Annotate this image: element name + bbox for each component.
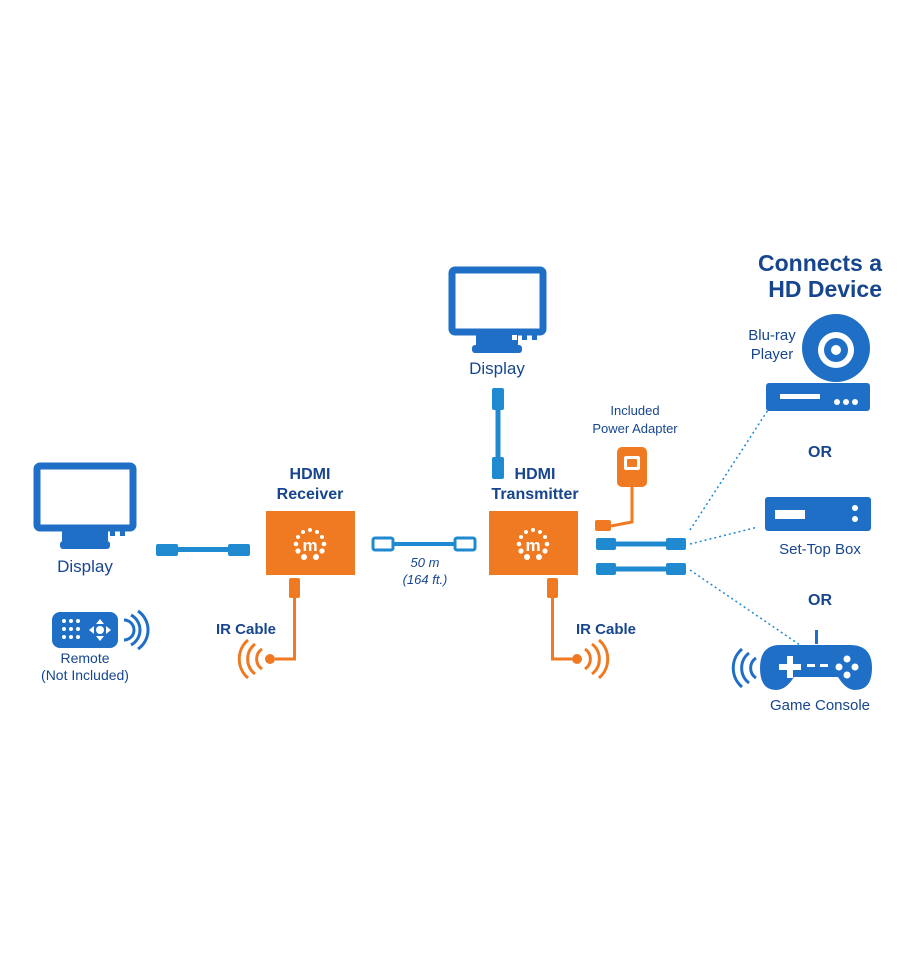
remote-icon	[52, 609, 150, 651]
power-adapter-label-line1: Included	[610, 403, 660, 418]
receiver-ir-cable	[237, 578, 300, 680]
hdmi-cable-display-transmitter	[492, 388, 504, 479]
ir-cable-right-label: IR Cable	[575, 621, 636, 638]
settop-label: Set-Top Box	[779, 541, 861, 558]
or-label-2: OR	[808, 592, 832, 609]
transmitter-label-line2: Transmitter	[491, 486, 579, 503]
transmitter-ir-cable	[547, 578, 610, 680]
receiver-box: m	[266, 511, 355, 575]
power-adapter-icon	[595, 447, 647, 531]
top-display-icon	[448, 266, 547, 353]
remote-label-line2: (Not Included)	[41, 667, 129, 683]
left-display-icon	[33, 462, 137, 549]
receiver-label-line1: HDMI	[289, 466, 331, 483]
remote-label-line1: Remote	[60, 650, 110, 666]
hdmi-cable-display-receiver	[156, 544, 250, 556]
left-display-label: Display	[57, 557, 113, 576]
top-display-label: Display	[469, 359, 525, 378]
power-adapter-label-line2: Power Adapter	[592, 421, 678, 436]
settop-box-icon	[765, 497, 871, 531]
ir-cable-left-label: IR Cable	[215, 621, 276, 638]
headline-line1: Connects a	[758, 250, 882, 276]
bluray-player-icon	[766, 314, 870, 411]
game-console-label: Game Console	[769, 697, 871, 714]
hdmi-cable-source-1	[596, 538, 686, 550]
game-console-icon	[731, 630, 872, 690]
headline-line2: HD Device	[768, 276, 882, 302]
cat-cable-receiver-transmitter	[371, 536, 477, 552]
distance-label-line1: 50 m	[410, 555, 440, 570]
dotted-connectors	[689, 409, 801, 646]
bluray-label-line1: Blu-ray	[748, 327, 796, 344]
or-label-1: OR	[808, 444, 832, 461]
receiver-label-line2: Receiver	[276, 486, 344, 503]
bluray-label-line2: Player	[750, 346, 794, 363]
distance-label-line2: (164 ft.)	[402, 572, 448, 587]
transmitter-label-line1: HDMI	[514, 466, 556, 483]
svg-text:m: m	[525, 536, 540, 555]
hdmi-cable-source-2	[596, 563, 686, 575]
svg-text:m: m	[302, 536, 317, 555]
transmitter-box: m	[489, 511, 578, 575]
